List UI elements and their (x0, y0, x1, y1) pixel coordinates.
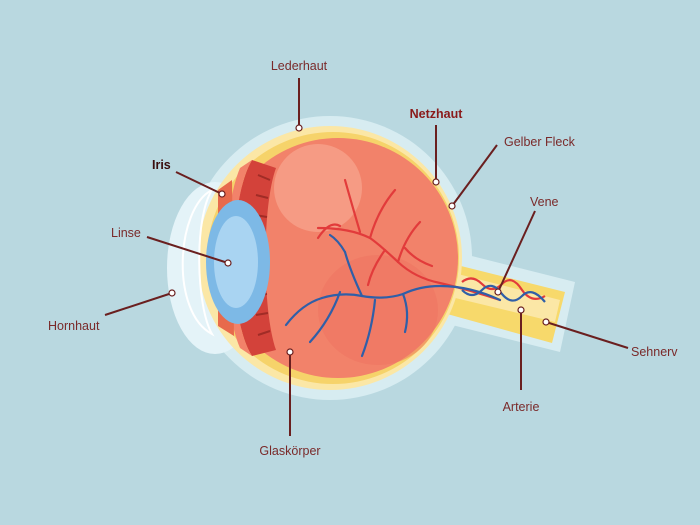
label-vene: Vene (530, 195, 559, 209)
label-sehnerv: Sehnerv (631, 345, 678, 359)
leader-gelber-fleck (451, 144, 498, 207)
dot-vene (494, 288, 502, 296)
label-glaskoerper: Glaskörper (259, 444, 320, 458)
dot-glaskoerper (286, 348, 294, 356)
dot-gelber-fleck (448, 202, 456, 210)
dot-arterie (517, 306, 525, 314)
veins (284, 233, 502, 358)
eyeball-shade (318, 255, 438, 365)
lens-inner (214, 216, 258, 308)
dot-hornhaut (168, 289, 176, 297)
dot-sehnerv (542, 318, 550, 326)
cornea (181, 187, 215, 337)
nerve-vein (461, 284, 546, 303)
label-arterie: Arterie (503, 400, 540, 414)
dot-lederhaut (295, 124, 303, 132)
arteries (316, 178, 502, 302)
leader-iris (175, 171, 223, 195)
dot-iris (218, 190, 226, 198)
label-linse: Linse (111, 226, 141, 240)
leader-sehnerv (545, 321, 629, 349)
label-netzhaut: Netzhaut (410, 107, 464, 121)
dot-linse (224, 259, 232, 267)
label-gelber-fleck: Gelber Fleck (504, 135, 576, 149)
leader-vene (497, 210, 536, 293)
label-iris: Iris (152, 158, 171, 172)
dot-netzhaut (432, 178, 440, 186)
eyeball-highlight (274, 144, 362, 232)
leader-linse (146, 236, 229, 264)
leader-hornhaut (104, 292, 173, 316)
label-hornhaut: Hornhaut (48, 319, 100, 333)
label-lederhaut: Lederhaut (271, 59, 328, 73)
